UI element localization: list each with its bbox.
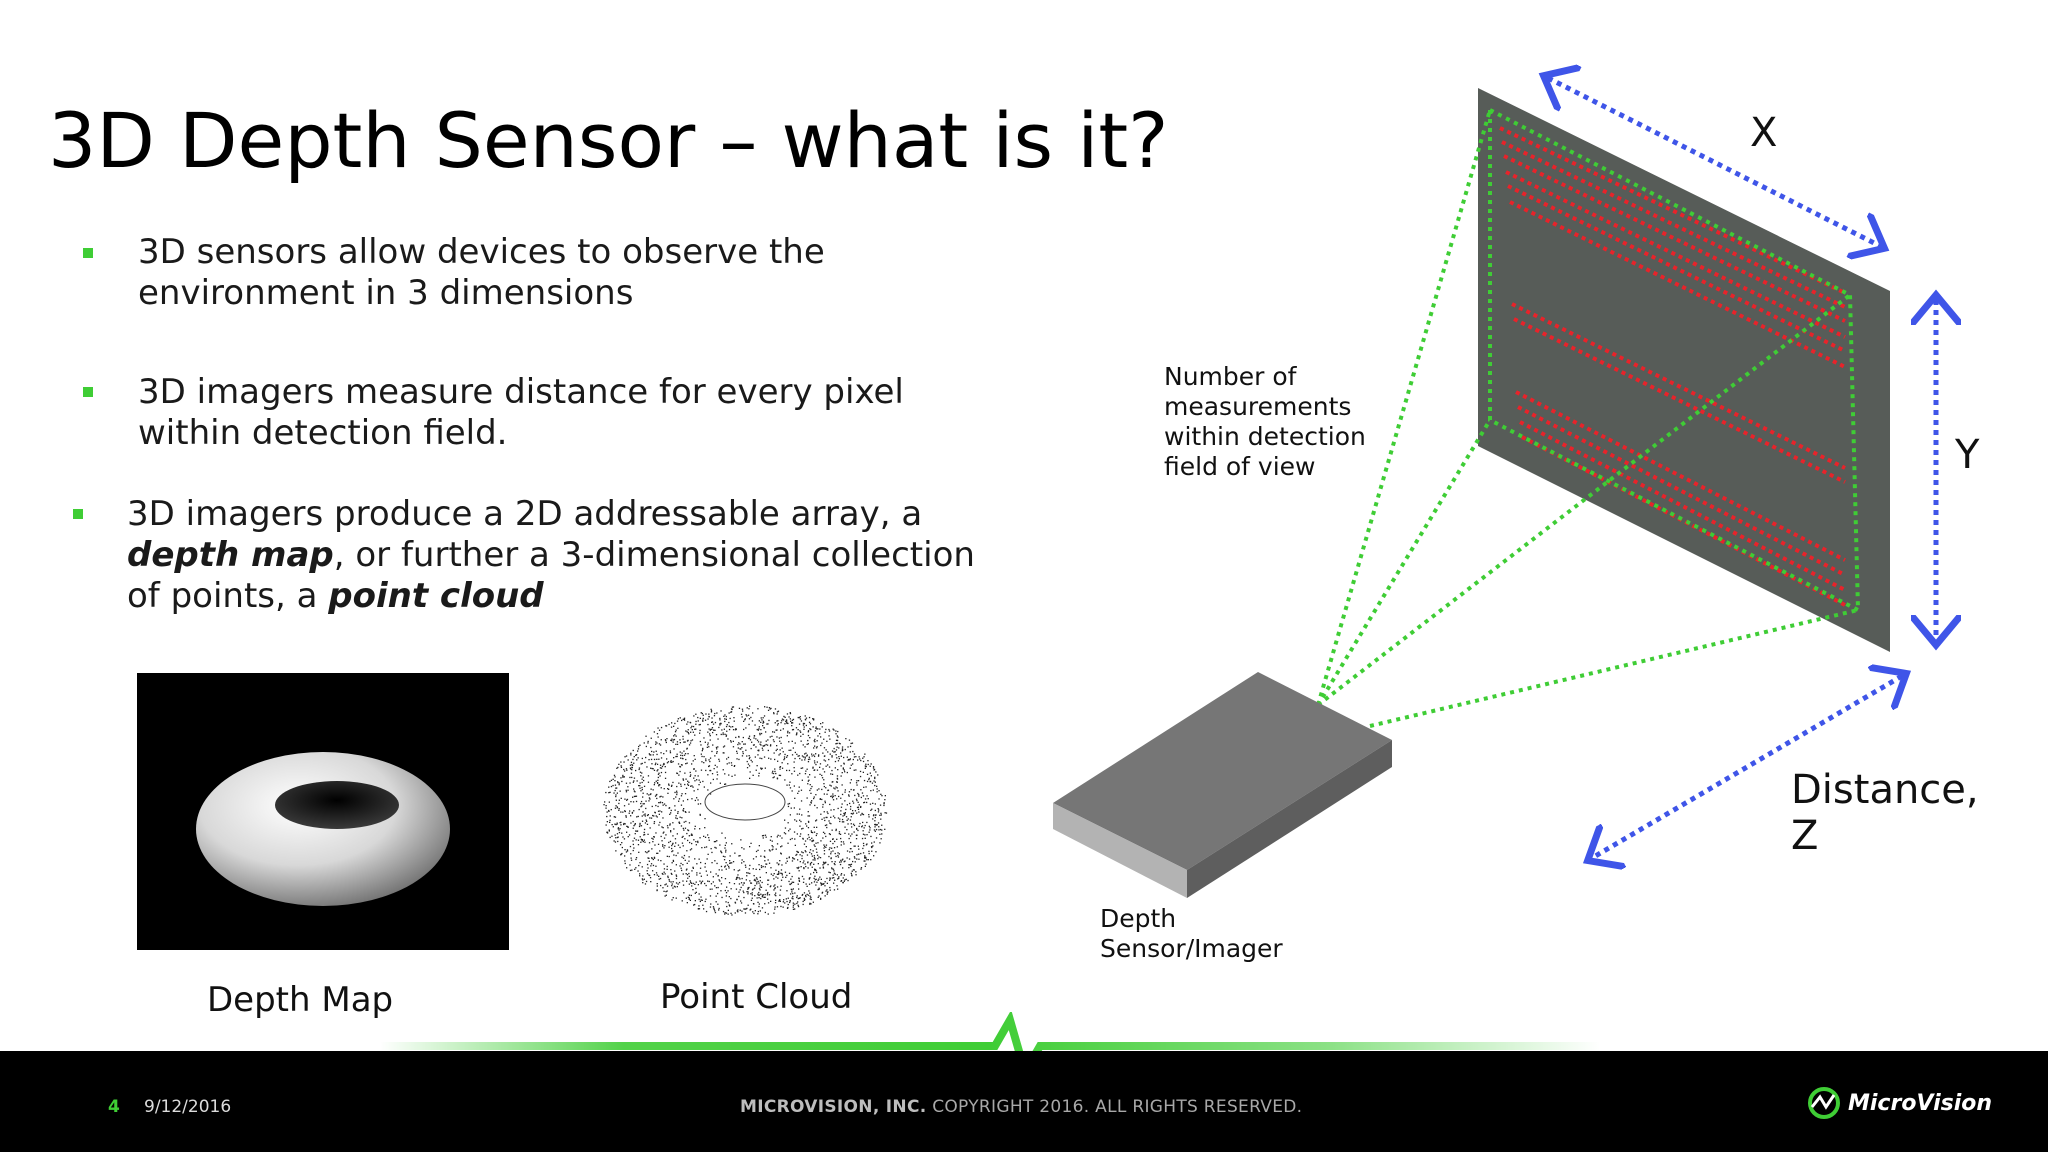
sensor-label-line: Sensor/Imager (1100, 934, 1283, 963)
footer-date: 9/12/2016 (144, 1097, 232, 1117)
bullet-marker (73, 509, 83, 519)
x-axis-label: X (1750, 110, 1778, 156)
z-axis-label: Distance, Z (1791, 767, 1979, 859)
dimension-arrows (1548, 78, 1936, 858)
x-axis-arrow (1548, 78, 1880, 246)
detection-panel (1478, 88, 1890, 652)
bullet-line: 3D imagers measure distance for every pi… (138, 372, 904, 412)
bullet-line: of points, a point cloud (127, 576, 544, 617)
bullet-marker (83, 387, 93, 397)
bullet-line: within detection field. (138, 413, 508, 453)
page-number: 4 (108, 1097, 120, 1117)
measurements-label-line: within detection (1164, 422, 1366, 451)
point-cloud-image (600, 700, 890, 920)
logo-text: MicroVision (1848, 1090, 1993, 1116)
sensor-label: Depth Sensor/Imager (1100, 904, 1283, 964)
footer-copyright: MICROVISION, INC. COPYRIGHT 2016. ALL RI… (740, 1097, 1302, 1117)
footer-company: MICROVISION, INC. (740, 1097, 927, 1117)
point-cloud-term: point cloud (328, 576, 544, 616)
y-axis-label: Y (1955, 432, 1980, 478)
logo-icon (1808, 1087, 1840, 1119)
footer-copyright-text: COPYRIGHT 2016. ALL RIGHTS RESERVED. (926, 1097, 1303, 1117)
bullet-marker (83, 248, 93, 258)
measurements-label-line: Number of (1164, 362, 1297, 391)
measurements-label-line: measurements (1164, 392, 1352, 421)
field-of-view-lines (1316, 106, 1861, 728)
z-axis-label-line: Distance, (1791, 767, 1979, 813)
sensor-box (1053, 672, 1392, 898)
depth-map-image (137, 673, 509, 950)
measurements-label-line: field of view (1164, 452, 1316, 481)
depth-map-term: depth map (127, 535, 334, 575)
microvision-logo: MicroVision (1806, 1083, 1992, 1123)
measurements-label: Number of measurements within detection … (1164, 362, 1366, 482)
bullet-line-rest: , or further a 3-dimensional collection (333, 535, 975, 575)
scan-lines (1499, 126, 1846, 607)
bullet-line: environment in 3 dimensions (138, 273, 634, 313)
bullet-line: depth map, or further a 3-dimensional co… (127, 535, 975, 576)
depth-map-caption: Depth Map (207, 980, 394, 1020)
z-axis-label-line: Z (1791, 813, 1819, 859)
bullet-line: 3D sensors allow devices to observe the (138, 232, 825, 272)
footer-accent-line (380, 1012, 1600, 1062)
slide-title: 3D Depth Sensor – what is it? (48, 96, 1169, 185)
footer: 4 9/12/2016 MICROVISION, INC. COPYRIGHT … (0, 1051, 2048, 1152)
point-cloud-caption: Point Cloud (660, 977, 853, 1017)
sensor-label-line: Depth (1100, 904, 1177, 933)
bullet-line: 3D imagers produce a 2D addressable arra… (127, 494, 923, 534)
bullet-line-start: of points, a (127, 576, 329, 616)
